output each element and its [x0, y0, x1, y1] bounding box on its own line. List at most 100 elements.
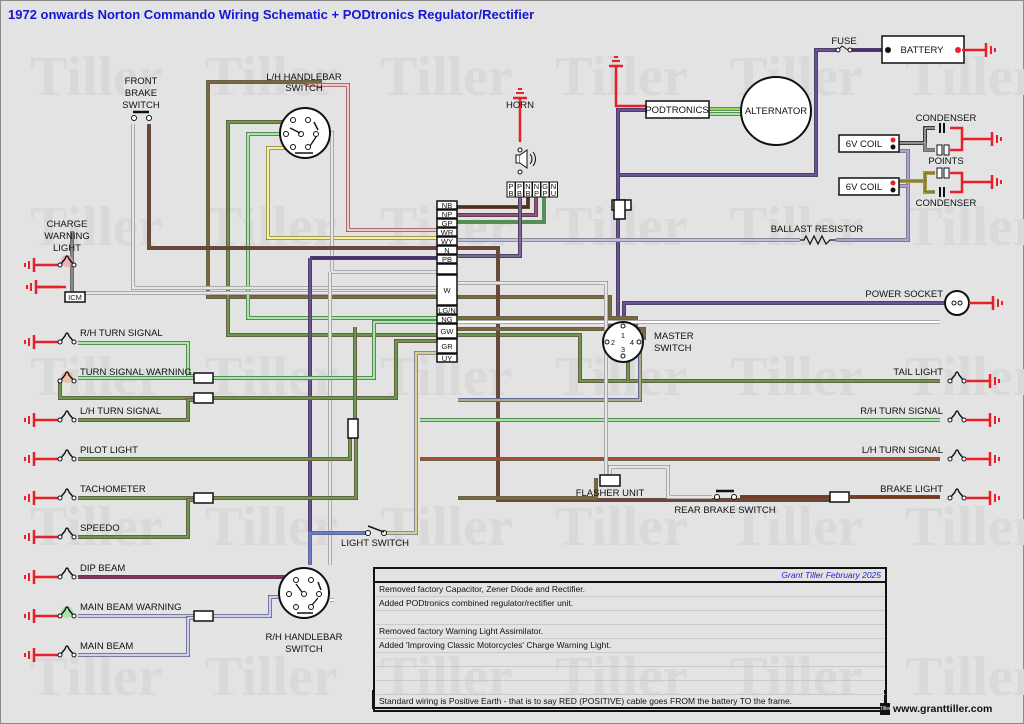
bulb-terminal [71, 262, 77, 268]
power-socket-label: POWER SOCKET [865, 289, 943, 300]
note-line: Removed factory Warning Light Assimilato… [375, 625, 885, 639]
wire-flasher-brake-tracer [609, 466, 712, 498]
wire-coil1-condenser [899, 126, 935, 145]
wire-gw-lh-tracer [247, 133, 438, 319]
bulb-terminal [71, 613, 77, 619]
bulb-terminal [71, 652, 77, 658]
lamp-bulb-icon [57, 567, 77, 580]
wire-pilot-tracer [78, 438, 351, 460]
bulb-filament [59, 332, 75, 343]
points-earth-2 [950, 171, 968, 194]
harness-connector-label: N [444, 246, 449, 255]
note-line [375, 681, 885, 695]
left-lamp-label: TURN SIGNAL WARNING [80, 367, 192, 378]
horn-connector-text: P [508, 182, 513, 191]
bulb-terminal [57, 339, 63, 345]
wire-tacho-up-edge [212, 438, 358, 500]
watermark-text: Tiller [380, 496, 513, 558]
wire-lh-turn-tracer [78, 399, 194, 421]
horn-connector-text: N [534, 182, 539, 191]
fuse-terminal [835, 47, 841, 53]
charge-warning-bulb-icon [57, 255, 77, 268]
bulb-filament [59, 449, 75, 460]
bulb-terminal [57, 574, 63, 580]
wire-brown-brake [147, 124, 830, 502]
charge-warning-light-label: CHARGE [47, 219, 88, 230]
front-brake-switch-label: FRONT [125, 76, 158, 87]
lamp-bulb-icon [57, 527, 77, 540]
watermark-text: Tiller [555, 496, 688, 558]
bulb-terminal [961, 495, 967, 501]
harness-connector-pin [436, 209, 458, 219]
rear-brake-switch-label: REAR BRAKE SWITCH [674, 505, 775, 516]
switch-terminal [286, 591, 292, 597]
harness-connector-label: WY [441, 237, 453, 246]
watermark-text: Tiller [30, 46, 163, 108]
watermark-text: Tiller [905, 496, 1024, 558]
tiller-logo: Tiller [880, 703, 891, 715]
earth-icon [966, 491, 1000, 505]
master-pin-label: 1 [621, 331, 625, 340]
wire-power-socket-tracer [623, 302, 944, 330]
bulb-filament [59, 567, 75, 578]
watermark-text: Tiller [380, 46, 513, 108]
podtronics-earth-wire [614, 88, 646, 108]
wire-coil2-condenser-tracer [924, 181, 935, 193]
harness-connector-pin [436, 236, 458, 246]
wire-np-tracer [456, 195, 537, 216]
page-title: 1972 onwards Norton Commando Wiring Sche… [8, 7, 535, 22]
bulb-terminal [947, 495, 953, 501]
earth-icon [962, 43, 996, 57]
bulb-terminal [71, 417, 77, 423]
earth-icon [24, 258, 58, 272]
harness-connector-label: LG/N [438, 306, 456, 315]
watermark-text: Tiller [555, 646, 688, 708]
switch-terminal [293, 604, 299, 610]
bulb-terminal [57, 495, 63, 501]
wire-uy-tracer [384, 352, 438, 534]
right-lamp-label: TAIL LIGHT [893, 367, 943, 378]
icm-box [64, 291, 86, 303]
wire-front-brake-w-tracer [132, 124, 438, 289]
wire-brown-brake-edge [147, 124, 830, 502]
earth-icon [24, 452, 58, 466]
coil-box [838, 177, 900, 196]
bullet-connector [193, 492, 214, 504]
wire-coil2-points [899, 171, 935, 183]
wire-wr-tracer [306, 84, 438, 231]
master-pin-label: 3 [621, 345, 625, 354]
harness-connector-label: NB [442, 201, 452, 210]
horn-connector-text: N [551, 182, 556, 191]
bulb-terminal [947, 378, 953, 384]
switch-terminal [365, 530, 371, 536]
switch-contact [289, 127, 301, 134]
points-contact [943, 167, 950, 179]
left-lamp-label: PILOT LIGHT [80, 445, 138, 456]
earth-icon [966, 413, 1000, 427]
earth-icon [968, 175, 1002, 189]
wire-gw-main-tracer [212, 321, 438, 379]
bulb-terminal [961, 456, 967, 462]
watermark-text: Tiller [30, 496, 163, 558]
website-link[interactable]: www.granttiller.com [893, 703, 993, 715]
lamp-bulb-icon [947, 449, 967, 462]
harness-connector-pin [436, 227, 458, 237]
lamp-bulb-icon [57, 371, 77, 384]
bulb-terminal [947, 417, 953, 423]
points-earth-1 [950, 126, 968, 152]
earth-icon [24, 570, 58, 584]
lamp-bulb-icon [57, 332, 77, 345]
bulb-terminal [947, 456, 953, 462]
master-switch-label: SWITCH [654, 343, 692, 354]
flasher-unit-icon [599, 474, 621, 487]
power-socket-pin [951, 300, 957, 306]
switch-terminal [636, 339, 642, 345]
horn-connector-text: P [542, 189, 547, 198]
watermark-text: Tiller [380, 646, 513, 708]
condenser-label: CONDENSER [916, 198, 977, 209]
wire-power-socket-edge [622, 301, 944, 330]
watermark-text: Tiller [905, 646, 1024, 708]
bulb-filament [59, 606, 75, 617]
